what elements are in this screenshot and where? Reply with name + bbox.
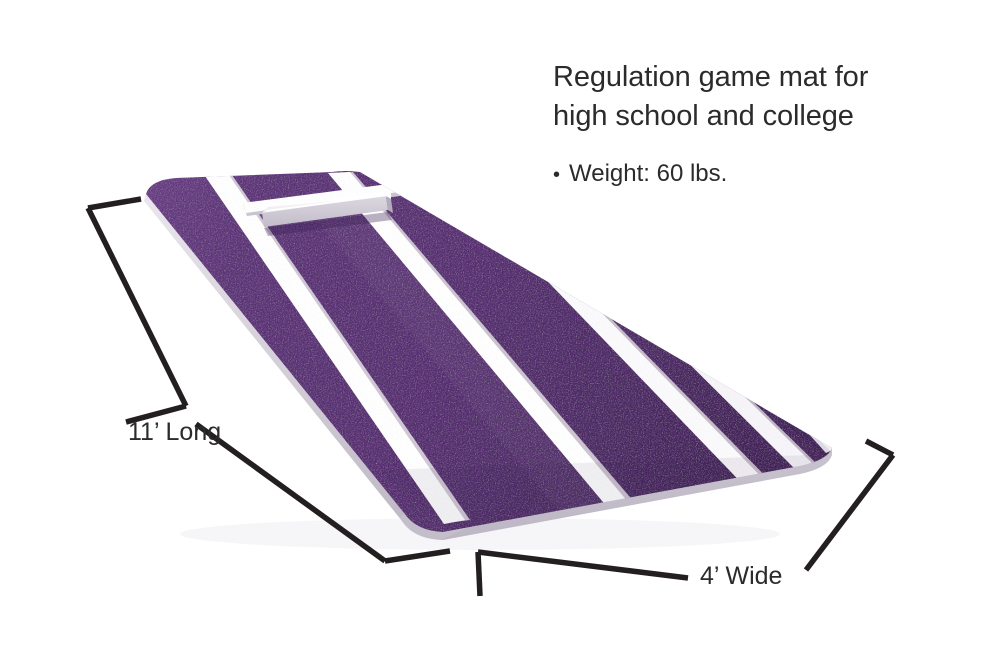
spec-list-item: • Weight: 60 lbs.: [553, 159, 973, 189]
long-bracket-leading-line: [85, 206, 189, 408]
stripe-center-left: [328, 172, 640, 514]
dimension-width-label: 4’ Wide: [700, 562, 783, 590]
page-title: Regulation game mat for high school and …: [553, 61, 869, 132]
long-bracket-top-cap: [87, 196, 142, 211]
wide-bracket-left-line: [477, 549, 689, 581]
dimension-lines: [85, 196, 896, 597]
wide-bracket-right-line: [803, 453, 896, 572]
long-bracket-bottom-cap: [384, 548, 451, 564]
dimension-length-label: 11’ Long: [128, 418, 222, 446]
long-bracket-trailing-line: [194, 421, 387, 564]
stripe-left: [205, 175, 470, 524]
spec-weight-text: Weight: 60 lbs.: [569, 160, 728, 187]
bullet-icon: •: [553, 164, 561, 186]
long-bracket-mid-cap: [125, 403, 187, 425]
wide-bracket-right-cap: [864, 438, 895, 458]
wide-bracket-left-cap: [475, 551, 483, 597]
stripe-center-right: [504, 234, 781, 498]
pitching-rubber: [262, 191, 393, 236]
mat-thickness-edge: [144, 194, 832, 540]
product-description: Regulation game mat for high school and …: [553, 58, 973, 189]
